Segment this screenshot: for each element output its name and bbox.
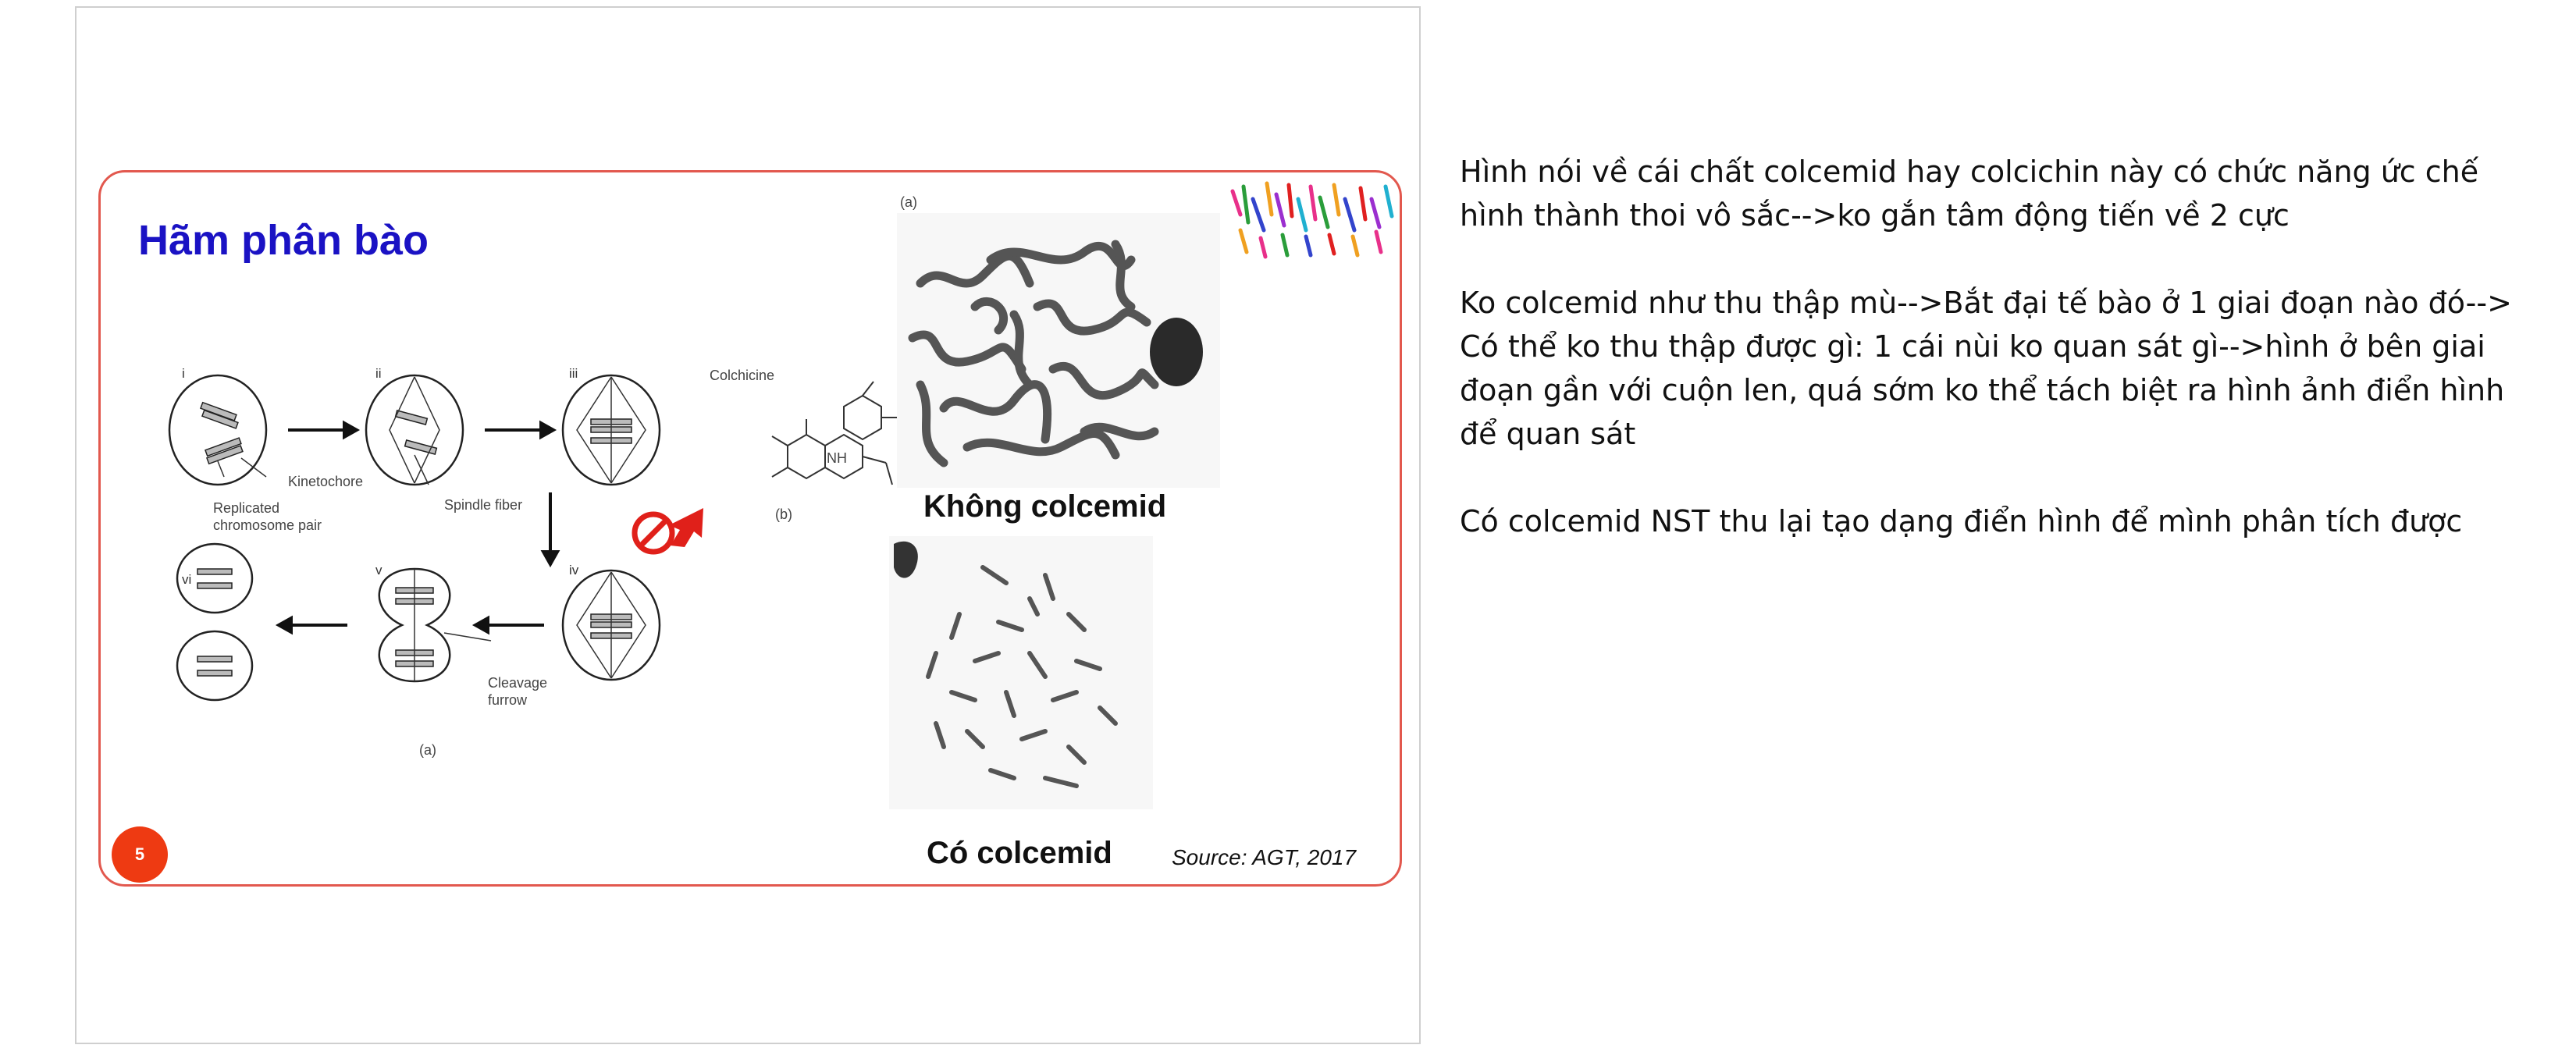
- karyotype-thumbnail: [1230, 181, 1394, 259]
- cleavage-label-line1: Cleavage: [488, 675, 548, 691]
- cell-label-vi: vi: [182, 572, 192, 587]
- cell-label-v: v: [375, 563, 382, 578]
- replicated-label-line1: Replicated: [213, 500, 280, 516]
- metaphase-spread-without-colcemid: [897, 213, 1220, 488]
- caption-without-colcemid: Không colcemid: [923, 489, 1167, 524]
- colchicine-structure: [771, 381, 897, 485]
- cell-vi-top: [176, 542, 254, 614]
- speaker-notes: Hình nói về cái chất colcemid hay colcic…: [1460, 150, 2545, 587]
- panel-label: (a): [900, 194, 917, 210]
- metaphase-spread-with-colcemid: [889, 536, 1153, 809]
- notes-paragraph-1: Hình nói về cái chất colcemid hay colcic…: [1460, 155, 2479, 233]
- cell-iii: [561, 374, 661, 486]
- nh-label: NH: [827, 450, 847, 466]
- inhibition-arrow: [669, 508, 703, 547]
- cell-label-iii: iii: [569, 366, 578, 381]
- notes-paragraph-3: Có colcemid NST thu lại tạo dạng điển hì…: [1460, 504, 2463, 538]
- slide-title: Hãm phân bào: [138, 217, 429, 264]
- cell-vi-bottom: [176, 630, 254, 702]
- kinetochore-label: Kinetochore: [288, 474, 364, 489]
- cell-label-ii: ii: [375, 366, 382, 381]
- notes-paragraph-2: Ko colcemid như thu thập mù-->Bắt đại tế…: [1460, 286, 2512, 451]
- caption-with-colcemid: Có colcemid: [927, 836, 1112, 870]
- cell-ii: [365, 374, 464, 486]
- replicated-label-line2: chromosome pair: [213, 517, 322, 533]
- source-citation: Source: AGT, 2017: [1172, 845, 1357, 869]
- slide-number-badge: 5: [112, 826, 168, 883]
- diagram-caption: (a): [419, 742, 436, 758]
- cell-division-diagram: [168, 374, 897, 702]
- cell-label-iv: iv: [569, 563, 579, 578]
- colchicine-label: Colchicine: [710, 368, 775, 383]
- cell-label-i: i: [182, 366, 185, 381]
- stop-icon: [632, 511, 675, 555]
- cleavage-label-line2: furrow: [488, 692, 528, 708]
- slide: Hãm phân bào: [98, 170, 1402, 887]
- spindle-label: Spindle fiber: [444, 497, 523, 513]
- cell-iv: [561, 569, 661, 681]
- cell-i: [168, 374, 268, 486]
- structure-b-label: (b): [775, 506, 792, 522]
